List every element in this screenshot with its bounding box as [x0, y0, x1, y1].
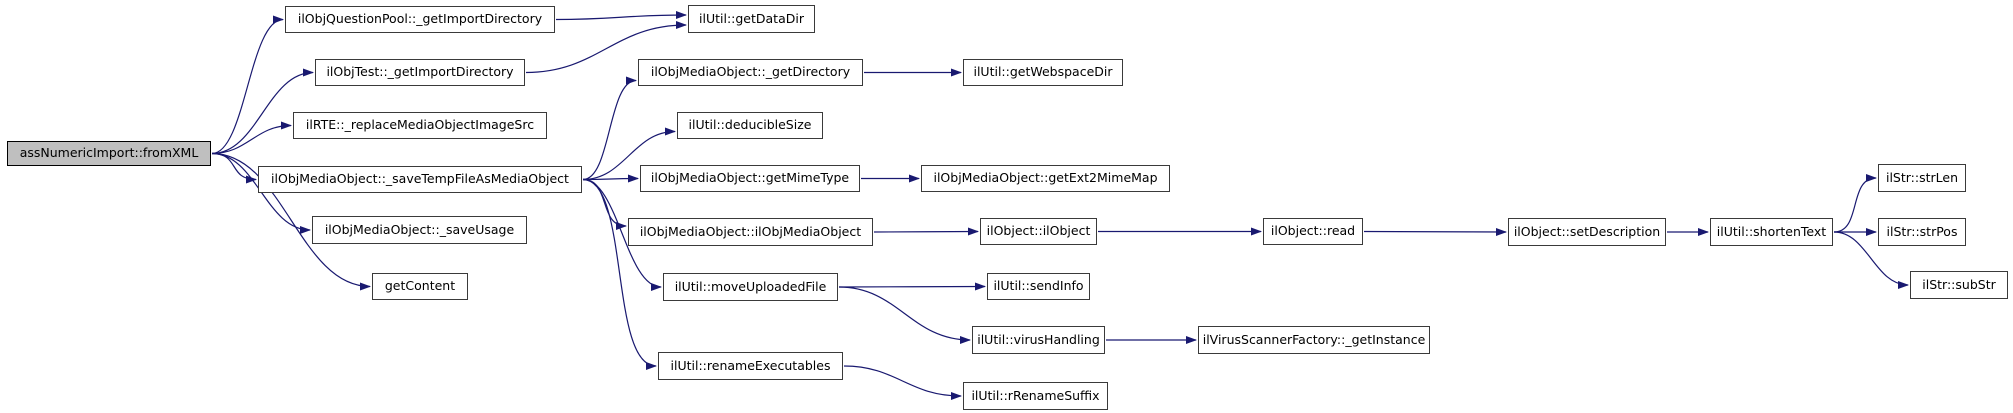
graph-node-from-xml: assNumericImport::fromXML [7, 141, 211, 166]
graph-node-sub-str[interactable]: ilStr::subStr [1910, 271, 2008, 299]
graph-node-deducible-size[interactable]: ilUtil::deducibleSize [677, 112, 823, 139]
edge-from-xml-to-get-content [211, 152, 371, 291]
graph-node-test-get-import-directory[interactable]: ilObjTest::_getImportDirectory [315, 59, 525, 86]
graph-node-rename-executables[interactable]: ilUtil::renameExecutables [658, 352, 843, 380]
edge-pool-get-import-directory-to-get-data-dir [555, 11, 687, 21]
graph-node-virus-scanner-factory-get-instance[interactable]: ilVirusScannerFactory::_getInstance [1198, 326, 1430, 354]
edge-save-temp-file-as-media-object-to-il-obj-media-object-ctor [582, 178, 627, 230]
graph-node-virus-handling[interactable]: ilUtil::virusHandling [972, 326, 1105, 354]
graph-node-get-data-dir[interactable]: ilUtil::getDataDir [688, 5, 815, 33]
edge-save-temp-file-as-media-object-to-get-directory [582, 76, 637, 181]
graph-node-il-object-ctor[interactable]: ilObject::ilObject [980, 218, 1097, 245]
graph-node-get-content[interactable]: getContent [372, 273, 468, 300]
graph-node-set-description[interactable]: ilObject::setDescription [1508, 218, 1666, 246]
graph-node-pool-get-import-directory[interactable]: ilObjQuestionPool::_getImportDirectory [285, 6, 555, 33]
graph-node-save-usage[interactable]: ilObjMediaObject::_saveUsage [312, 216, 527, 244]
edge-move-uploaded-file-to-virus-handling [838, 286, 971, 344]
edge-il-obj-media-object-ctor-to-il-object-ctor [873, 227, 979, 236]
edge-test-get-import-directory-to-get-data-dir [525, 21, 687, 74]
edge-shorten-text-to-sub-str [1833, 231, 1909, 289]
graph-node-il-obj-media-object-ctor[interactable]: ilObjMediaObject::ilObjMediaObject [628, 218, 873, 246]
graph-node-get-ext2-mime-map[interactable]: ilObjMediaObject::getExt2MimeMap [921, 165, 1170, 192]
graph-node-save-temp-file-as-media-object[interactable]: ilObjMediaObject::_saveTempFileAsMediaOb… [258, 166, 582, 193]
edge-save-temp-file-as-media-object-to-get-mime-type [582, 174, 639, 183]
edge-il-object-read-to-set-description [1363, 227, 1507, 236]
edge-save-temp-file-as-media-object-to-deducible-size [582, 127, 676, 181]
graph-node-r-rename-suffix[interactable]: ilUtil::rRenameSuffix [963, 382, 1108, 410]
edge-save-temp-file-as-media-object-to-rename-executables [582, 178, 657, 370]
edge-from-xml-to-pool-get-import-directory [211, 15, 284, 155]
graph-node-get-directory[interactable]: ilObjMediaObject::_getDirectory [638, 59, 863, 86]
graph-node-il-object-read[interactable]: ilObject::read [1263, 218, 1363, 245]
edge-shorten-text-to-str-len [1833, 174, 1877, 233]
graph-node-send-info[interactable]: ilUtil::sendInfo [987, 273, 1090, 300]
edge-from-xml-to-test-get-import-directory [211, 68, 314, 155]
graph-node-shorten-text[interactable]: ilUtil::shortenText [1710, 218, 1833, 246]
edge-from-xml-to-rte-replace-media-object-image-src [211, 121, 292, 155]
graph-node-get-webspace-dir[interactable]: ilUtil::getWebspaceDir [963, 59, 1123, 86]
graph-node-str-pos[interactable]: ilStr::strPos [1878, 218, 1966, 246]
graph-node-move-uploaded-file[interactable]: ilUtil::moveUploadedFile [663, 273, 838, 301]
edge-move-uploaded-file-to-send-info [838, 282, 986, 291]
edge-rename-executables-to-r-rename-suffix [843, 365, 962, 400]
graph-node-str-len[interactable]: ilStr::strLen [1878, 164, 1966, 192]
graph-node-get-mime-type[interactable]: ilObjMediaObject::getMimeType [640, 165, 860, 192]
graph-node-rte-replace-media-object-image-src[interactable]: ilRTE::_replaceMediaObjectImageSrc [293, 112, 547, 139]
